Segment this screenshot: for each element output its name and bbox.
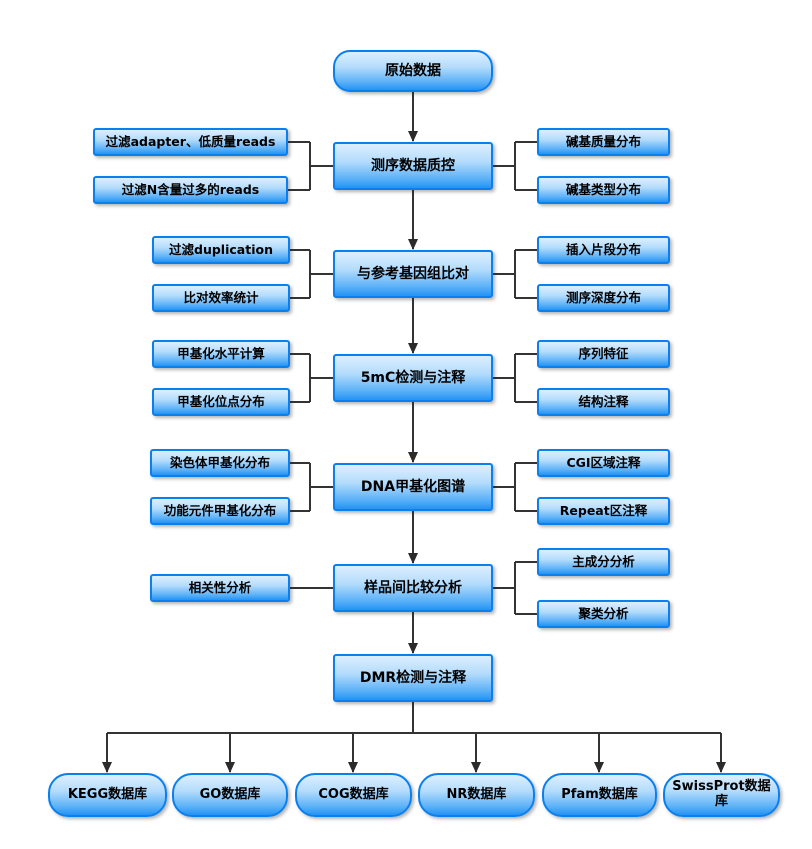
- node-repeat-region-annotation: Repeat区注释: [537, 497, 670, 525]
- node-filter-adapter-lowq-reads: 过滤adapter、低质量reads: [93, 128, 288, 156]
- node-cgi-region-annotation: CGI区域注释: [537, 449, 670, 477]
- node-cluster-analysis: 聚类分析: [537, 600, 670, 628]
- node-insert-size-dist: 插入片段分布: [537, 236, 670, 264]
- node-methylation-level-calc: 甲基化水平计算: [152, 340, 290, 368]
- node-sequence-feature: 序列特征: [537, 340, 670, 368]
- node-align-efficiency-stats: 比对效率统计: [152, 284, 290, 312]
- node-dmr-detect-annotate: DMR检测与注释: [333, 654, 493, 702]
- node-sample-comparison-analysis: 样品间比较分析: [333, 564, 493, 612]
- node-dna-methylation-profile: DNA甲基化图谱: [333, 463, 493, 511]
- node-5mc-detect-annotate: 5mC检测与注释: [333, 354, 493, 402]
- node-correlation-analysis: 相关性分析: [150, 574, 290, 602]
- node-base-quality-dist: 碱基质量分布: [537, 128, 670, 156]
- node-swissprot-database: SwissProt数据库: [663, 773, 780, 817]
- node-methylation-site-dist: 甲基化位点分布: [152, 388, 290, 416]
- node-nr-database: NR数据库: [418, 773, 535, 817]
- node-cog-database: COG数据库: [295, 773, 412, 817]
- node-pfam-database: Pfam数据库: [542, 773, 657, 817]
- node-functional-element-methylation-dist: 功能元件甲基化分布: [150, 497, 290, 525]
- node-pca-analysis: 主成分分析: [537, 548, 670, 576]
- node-seq-depth-dist: 测序深度分布: [537, 284, 670, 312]
- node-raw-data: 原始数据: [333, 50, 493, 92]
- node-filter-n-reads: 过滤N含量过多的reads: [93, 176, 288, 204]
- node-base-type-dist: 碱基类型分布: [537, 176, 670, 204]
- node-go-database: GO数据库: [172, 773, 288, 817]
- node-filter-duplication: 过滤duplication: [152, 236, 290, 264]
- node-sequencing-qc: 测序数据质控: [333, 142, 493, 190]
- node-structure-annotation: 结构注释: [537, 388, 670, 416]
- node-kegg-database: KEGG数据库: [48, 773, 167, 817]
- node-align-reference-genome: 与参考基因组比对: [333, 250, 493, 298]
- node-chromosome-methylation-dist: 染色体甲基化分布: [150, 449, 290, 477]
